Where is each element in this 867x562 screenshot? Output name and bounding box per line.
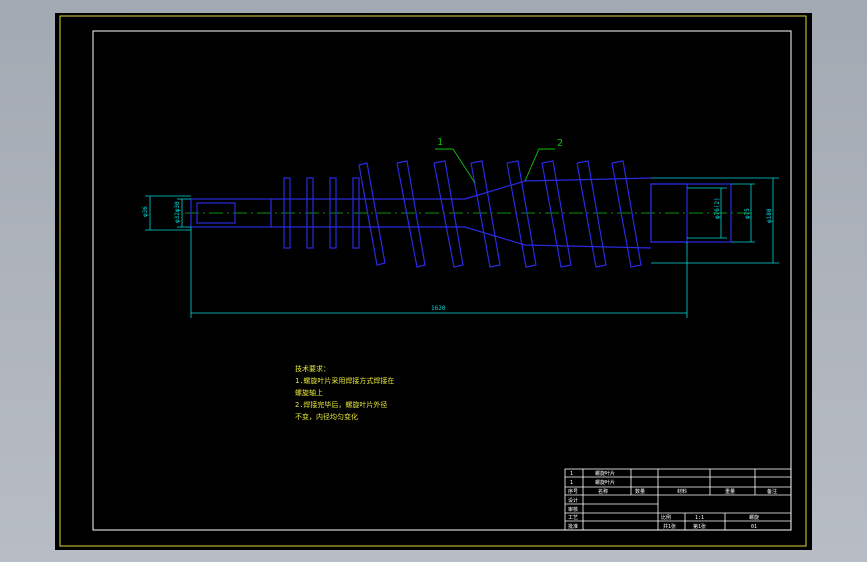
dim-shaft-mid: φ75 <box>744 208 751 219</box>
part-leaders <box>435 148 555 184</box>
tb-header-qty: 数量 <box>635 488 645 495</box>
tb-sheet-label: 共1张 <box>663 523 676 530</box>
notes-line-3: 2.焊接完毕后，螺旋叶片外径 <box>295 400 387 409</box>
drawing-border <box>92 30 792 531</box>
dim-left-inner: φ32φ30 <box>174 201 181 223</box>
technical-notes: 技术要求： 1.螺旋叶片采用焊接方式焊接在 螺旋轴上 2.焊接完毕后，螺旋叶片外… <box>295 364 394 421</box>
tb-row2-name: 螺旋叶片 <box>595 479 615 486</box>
dim-left-outer: φ36 <box>142 206 149 217</box>
tb-row1-name: 螺旋叶片 <box>595 470 615 477</box>
dimension-lines <box>145 177 779 318</box>
tb-row1-no: 1 <box>570 471 573 477</box>
tb-row2-no: 1 <box>570 480 573 486</box>
helical-flights <box>358 160 642 268</box>
shaft-discs <box>283 177 360 249</box>
notes-line-1: 1.螺旋叶片采用焊接方式焊接在 <box>295 376 394 385</box>
notes-heading: 技术要求： <box>295 364 330 373</box>
part-label-1: 1 <box>437 137 443 148</box>
tb-header-weight: 重量 <box>725 488 735 495</box>
dim-shaft-inner: φ76(2) <box>714 197 721 219</box>
tb-check: 审核 <box>568 506 578 513</box>
tb-header-material: 材料 <box>677 488 687 495</box>
tb-header-no: 序号 <box>568 488 578 495</box>
tb-drawing-name: 螺旋 <box>749 514 759 521</box>
right-hub <box>650 183 732 243</box>
part-label-2: 2 <box>557 138 563 149</box>
notes-line-4: 不变，内径均匀变化 <box>295 412 358 421</box>
tb-drawing-code: 01 <box>751 524 757 530</box>
notes-line-2: 螺旋轴上 <box>295 388 323 397</box>
tb-approve: 批准 <box>568 523 578 530</box>
tb-scale-value: 1:1 <box>695 515 704 521</box>
dim-shaft-outer: φ180 <box>766 208 773 223</box>
tb-process: 工艺 <box>568 515 578 521</box>
drawing-canvas: 1 2 φ36 φ32φ30 1620 φ76(2) φ75 φ180 技术要求… <box>59 15 807 547</box>
tb-scale-label: 比例 <box>661 514 671 521</box>
left-shaft-end <box>190 198 272 228</box>
title-block-text: 1 螺旋叶片 1 螺旋叶片 序号 名称 数量 材料 重量 备注 设计 审核 工艺… <box>568 470 777 530</box>
tb-header-remark: 备注 <box>767 488 777 495</box>
cad-viewport[interactable]: 1 2 φ36 φ32φ30 1620 φ76(2) φ75 φ180 技术要求… <box>55 13 812 550</box>
tb-design: 设计 <box>568 497 578 504</box>
title-block <box>564 468 792 531</box>
dim-overall-length: 1620 <box>431 305 446 312</box>
tb-sheet-no: 第1张 <box>693 523 706 530</box>
tb-header-name: 名称 <box>598 488 608 495</box>
sheet-frame <box>59 15 807 547</box>
